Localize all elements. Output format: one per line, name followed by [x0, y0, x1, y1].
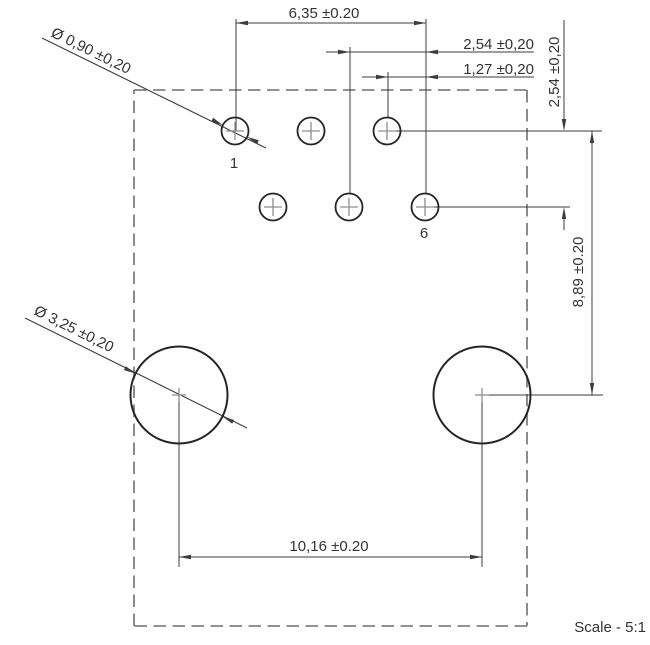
- arrow-right-icon: [414, 20, 426, 26]
- mounting-holes: [129, 345, 532, 445]
- pin-number-first: 1: [230, 155, 238, 172]
- dim-label-pin-pitch: 2,54 ±0,20: [463, 36, 534, 53]
- component-outline-dashed: [133, 89, 528, 627]
- leader-line: [41, 37, 267, 149]
- mounting-hole-right: [432, 345, 532, 445]
- pin-hole-5: [334, 192, 364, 222]
- callout-pin-hole-diameter: Ø 0,90 ±0,20: [41, 24, 267, 149]
- callout-label-mounting-hole: Ø 3,25 ±0,20: [31, 302, 116, 356]
- dimension-mounting-span: 10,16 ±0.20: [179, 538, 482, 560]
- arrow-right-icon: [470, 554, 482, 560]
- dim-label-pins-to-mounting: 8,89 ±0.20: [570, 237, 587, 308]
- pin-hole-4: [258, 192, 288, 222]
- pin-hole-circle: [372, 116, 402, 146]
- mounting-hole-circle: [129, 345, 229, 445]
- callout-mounting-hole-diameter: Ø 3,25 ±0,20: [24, 302, 248, 429]
- arrow-down-icon: [561, 119, 567, 131]
- pin-hole-circle: [334, 192, 364, 222]
- arrow-left-icon: [376, 74, 388, 80]
- pin-hole-circle: [220, 116, 250, 146]
- arrow-right-icon: [426, 74, 438, 80]
- dim-label-row-spacing: 2,54 ±0,20: [546, 37, 563, 108]
- scale-note: Scale - 5:1: [574, 619, 646, 636]
- pin-hole-6: [410, 192, 440, 222]
- arrow-leader-icon: [123, 366, 136, 374]
- pin-hole-circle: [296, 116, 326, 146]
- pin-hole-3: [372, 116, 402, 146]
- dim-label-row-offset: 1,27 ±0,20: [463, 61, 534, 78]
- arrow-left-icon: [236, 20, 248, 26]
- callout-label-pin-hole: Ø 0,90 ±0,20: [48, 24, 133, 77]
- arrow-left-icon: [338, 49, 350, 55]
- mounting-hole-left: [129, 345, 229, 445]
- pin-hole-circle: [410, 192, 440, 222]
- dimension-pins-to-mounting: 8,89 ±0.20: [570, 131, 595, 395]
- arrow-right-icon: [426, 49, 438, 55]
- arrow-down-icon: [589, 383, 595, 395]
- dimension-row-spacing: 2,54 ±0,20: [546, 20, 567, 230]
- dim-label-pin-row-span: 6,35 ±0.20: [289, 5, 360, 22]
- arrow-left-icon: [179, 554, 191, 560]
- arrow-leader-icon: [222, 416, 235, 424]
- pin-hole-2: [296, 116, 326, 146]
- extension-lines: [178, 19, 603, 567]
- arrow-up-icon: [589, 131, 595, 143]
- dimension-pin-row-span: 6,35 ±0.20: [236, 5, 426, 26]
- arrow-leader-icon: [247, 136, 259, 145]
- arrow-leader-icon: [211, 117, 223, 126]
- arrow-up-icon: [561, 207, 567, 219]
- mounting-hole-circle: [432, 345, 532, 445]
- pin-holes: [220, 116, 440, 222]
- pin-number-last: 6: [420, 225, 428, 242]
- pin-hole-circle: [258, 192, 288, 222]
- dimension-pin-pitch: 2,54 ±0,20: [326, 36, 534, 55]
- pin-hole-1: [220, 116, 250, 146]
- dim-label-mounting-span: 10,16 ±0.20: [289, 538, 368, 555]
- dimension-row-offset: 1,27 ±0,20: [362, 61, 534, 80]
